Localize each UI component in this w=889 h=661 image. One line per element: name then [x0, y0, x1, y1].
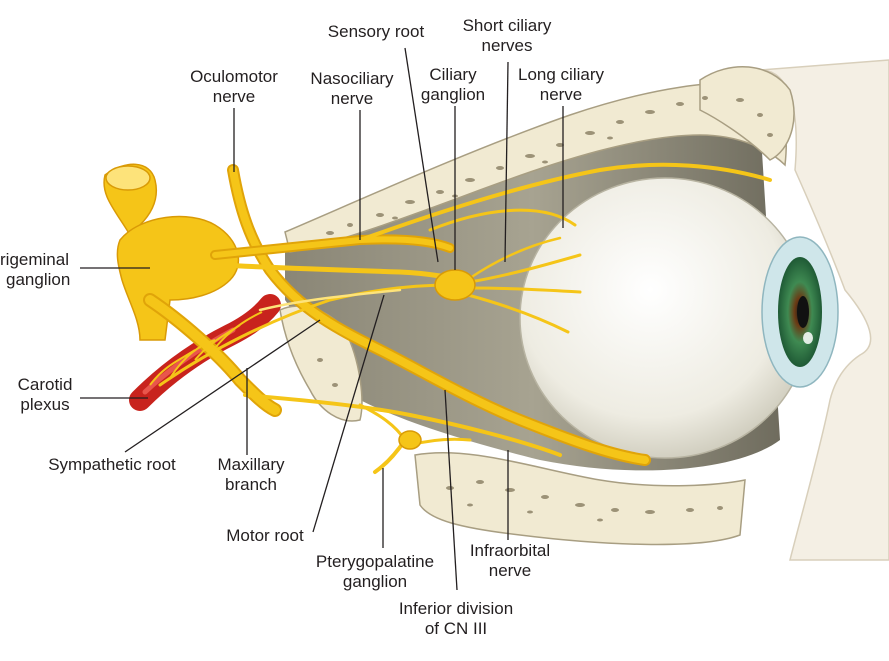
pterygopalatine-ganglion	[398, 430, 422, 450]
light-reflection	[803, 332, 813, 344]
orbital-floor-bone	[414, 451, 746, 546]
label-maxillary-line2: branch	[225, 475, 277, 494]
label-trigeminal-line2: ganglion	[6, 270, 70, 289]
trigeminal-root-top	[105, 165, 151, 191]
label-maxillary-line1: Maxillary	[217, 455, 285, 474]
leader-sympathetic	[124, 319, 321, 453]
label-ciliary-ganglion-line1: Ciliary	[429, 65, 477, 84]
label-nasociliary-line1: Nasociliary	[310, 69, 394, 88]
labels: Sensory root Short ciliary nerves Oculom…	[0, 16, 604, 638]
orbital-roof-bone	[284, 82, 787, 253]
label-long-ciliary-line2: nerve	[540, 85, 583, 104]
bone-texture	[317, 96, 773, 522]
label-short-ciliary-line1: Short ciliary	[463, 16, 552, 35]
label-infraorbital-line2: nerve	[489, 561, 532, 580]
label-carotid-line2: plexus	[20, 395, 69, 414]
leader-motor-root	[312, 294, 385, 533]
leader-inferior-division	[444, 389, 458, 591]
leader-sensory-root	[404, 47, 439, 263]
label-carotid-line1: Carotid	[18, 375, 73, 394]
label-sympathetic-root: Sympathetic root	[48, 455, 176, 474]
label-sensory-root: Sensory root	[328, 22, 425, 41]
trigeminal-ganglion	[116, 215, 240, 341]
leader-lines	[80, 47, 564, 591]
label-oculomotor-line1: Oculomotor	[190, 67, 278, 86]
carotid-plexus-strands	[149, 311, 263, 386]
ciliary-ganglion	[434, 269, 476, 301]
pupil	[797, 296, 809, 328]
leader-short-ciliary	[504, 61, 509, 263]
label-oculomotor-line2: nerve	[213, 87, 256, 106]
label-long-ciliary-line1: Long ciliary	[518, 65, 604, 84]
label-inferior-division-line2: of CN III	[425, 619, 487, 638]
label-ciliary-ganglion-line2: ganglion	[421, 85, 485, 104]
label-short-ciliary-line2: nerves	[481, 36, 532, 55]
label-inferior-division-line1: Inferior division	[399, 599, 513, 618]
label-nasociliary-line2: nerve	[331, 89, 374, 108]
face-profile	[759, 59, 889, 561]
label-pterygopalatine-line1: Pterygopalatine	[316, 552, 434, 571]
label-infraorbital-line1: Infraorbital	[470, 541, 550, 560]
label-pterygopalatine-line2: ganglion	[343, 572, 407, 591]
label-trigeminal-line1: rigeminal	[0, 250, 69, 269]
label-motor-root: Motor root	[226, 526, 304, 545]
